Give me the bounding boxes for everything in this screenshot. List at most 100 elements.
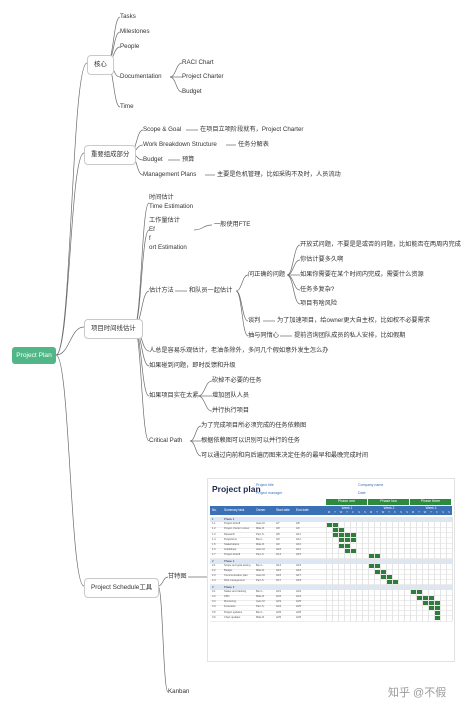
est-effort-3[interactable]: f <box>149 235 151 242</box>
connector-curve <box>157 585 169 693</box>
connector-curve <box>189 425 202 442</box>
doc-raci[interactable]: RACI Chart <box>182 59 214 66</box>
est-negotiate[interactable]: 谈判 <box>248 317 261 324</box>
gantt-day-letter: M <box>327 510 331 514</box>
est-q4: 任务多复杂? <box>300 286 335 293</box>
connector-curve <box>286 244 301 276</box>
gantt-bar <box>338 538 356 543</box>
comp-mgmt[interactable]: Management Plans <box>143 171 197 178</box>
est-critical[interactable]: Critical Path <box>149 437 183 444</box>
comp-wbs[interactable]: Work Breakdown Structure <box>143 141 217 148</box>
gantt-day-letter: T <box>334 510 336 514</box>
est-negotiate-note: 为了加速项目，给owner更大自主权，比如权不必要需求 <box>277 317 430 324</box>
watermark: 知乎 @不假 <box>388 687 447 699</box>
est-q2: 你估计要多久啊 <box>300 256 344 263</box>
est-note-optimism: 人总是容易乐观估计，老油条除外，多问几个假如意外发生怎么办 <box>149 347 329 354</box>
core-people[interactable]: People <box>120 43 140 50</box>
connector-curve <box>235 290 249 337</box>
gantt-meta-manager: Project manager <box>256 491 283 495</box>
gantt-bar <box>416 595 434 600</box>
gantt-day-letter: T <box>418 510 420 514</box>
gantt-day-letter: S <box>448 510 450 514</box>
connector-curve <box>197 395 213 412</box>
branch-schedule[interactable]: Project Schedule工具 <box>84 578 160 598</box>
gantt-bar <box>422 600 440 605</box>
comp-scope[interactable]: Scope & Goal <box>143 126 182 133</box>
est-tl3: 并行执行项目 <box>212 407 250 414</box>
sched-kanban[interactable]: Kanban <box>168 688 190 695</box>
est-too-long[interactable]: 如果项目实在太紧 <box>149 392 199 399</box>
gantt-header-bar <box>210 506 452 515</box>
gantt-day-letter: S <box>406 510 408 514</box>
doc-charter[interactable]: Project Charter <box>182 73 224 80</box>
gantt-day-letter: F <box>352 510 354 514</box>
connector-curve <box>55 326 85 356</box>
connector-curve <box>286 274 301 305</box>
gantt-phase-header <box>410 499 451 505</box>
gantt-phase-header <box>326 499 367 505</box>
core-milestones[interactable]: Milestones <box>120 28 150 35</box>
gantt-day-letter: W <box>423 510 427 514</box>
est-method-team[interactable]: 和队员一起估计 <box>189 287 233 294</box>
core-documentation[interactable]: Documentation <box>120 73 162 80</box>
est-fte: 一般使用FTE <box>214 221 251 228</box>
est-q3: 如果你需要在某个时间内完成，需要什么资源 <box>300 271 424 278</box>
gantt-day-letter: S <box>358 510 360 514</box>
connector-curve <box>235 290 249 322</box>
est-note-delay: 如果碰到问题，即时反馈和升级 <box>149 362 236 369</box>
doc-budget[interactable]: Budget <box>182 88 202 95</box>
est-cp2: 根据依赖图可以识别可以并行的任务 <box>201 437 300 444</box>
comp-budget[interactable]: Budget <box>143 156 163 163</box>
branch-estimation[interactable]: 项目时间线估计 <box>84 319 143 339</box>
est-effort-2[interactable]: Ef <box>149 226 155 233</box>
core-tasks[interactable]: Tasks <box>120 13 136 20</box>
gantt-day-letter: M <box>411 510 415 514</box>
est-tl1: 砍掉不必要的任务 <box>212 377 262 384</box>
connector-curve <box>169 76 183 93</box>
est-q5: 项目有啥风险 <box>300 300 338 307</box>
est-effort-4[interactable]: ort Estimation <box>149 244 187 251</box>
gantt-day-letter: S <box>442 510 444 514</box>
connector-curve <box>133 229 150 328</box>
connector-curve <box>235 274 249 292</box>
gantt-day-letter: F <box>436 510 438 514</box>
gantt-meta-company: Company name <box>358 483 384 487</box>
est-method[interactable]: 估计方法 <box>149 287 174 294</box>
comp-budget-note: 预算 <box>182 156 195 163</box>
core-time[interactable]: Time <box>120 103 134 110</box>
comp-scope-note: 在项目立项阶段就有，Project Charter <box>200 126 304 133</box>
gantt-day-letter: S <box>364 510 366 514</box>
est-time-2[interactable]: Time Estimation <box>149 203 194 210</box>
branch-core[interactable]: 核心 <box>87 55 114 75</box>
est-sync[interactable]: 抽与同惰心 <box>248 332 279 339</box>
gantt-phase-header-label: Phase one <box>337 499 356 503</box>
comp-mgmt-note: 主要是危机管理，比如采购不及时，人员流动 <box>217 171 341 178</box>
gantt-day-letter: T <box>376 510 378 514</box>
gantt-day-letter: F <box>394 510 396 514</box>
connector-curve <box>286 274 301 291</box>
connector-curve <box>133 326 150 442</box>
gantt-day-letter: W <box>339 510 343 514</box>
gantt-day-letter: W <box>381 510 385 514</box>
gantt-phase-row <box>210 517 452 523</box>
est-ask[interactable]: 问正确的问题 <box>248 271 286 278</box>
est-time-1[interactable]: 时间估计 <box>149 194 174 201</box>
gantt-week-header: Week 1 <box>341 506 353 510</box>
gantt-meta-date: Date <box>358 491 366 495</box>
sched-gantt[interactable]: 甘特图 <box>168 573 187 580</box>
gantt-week-header: Week 3 <box>425 506 437 510</box>
root-node[interactable]: Project Plan <box>12 347 56 364</box>
connector-curve <box>55 152 85 356</box>
est-tl2: 增加团队人员 <box>212 392 250 399</box>
connector-curve <box>169 62 183 78</box>
gantt-day-letter: S <box>400 510 402 514</box>
gantt-day-letter: T <box>430 510 432 514</box>
comp-wbs-note: 任务分解表 <box>238 141 269 148</box>
gantt-meta-project-title: Project title <box>256 483 274 487</box>
est-sync-note: 提前咨询团队成员的私人安排，比如假期 <box>294 332 406 339</box>
est-effort-1[interactable]: 工作量估计 <box>149 217 180 224</box>
gantt-bar <box>434 611 440 616</box>
connector-curve <box>286 259 301 276</box>
connector-curve <box>197 380 213 397</box>
branch-components[interactable]: 重要组成部分 <box>84 145 137 165</box>
